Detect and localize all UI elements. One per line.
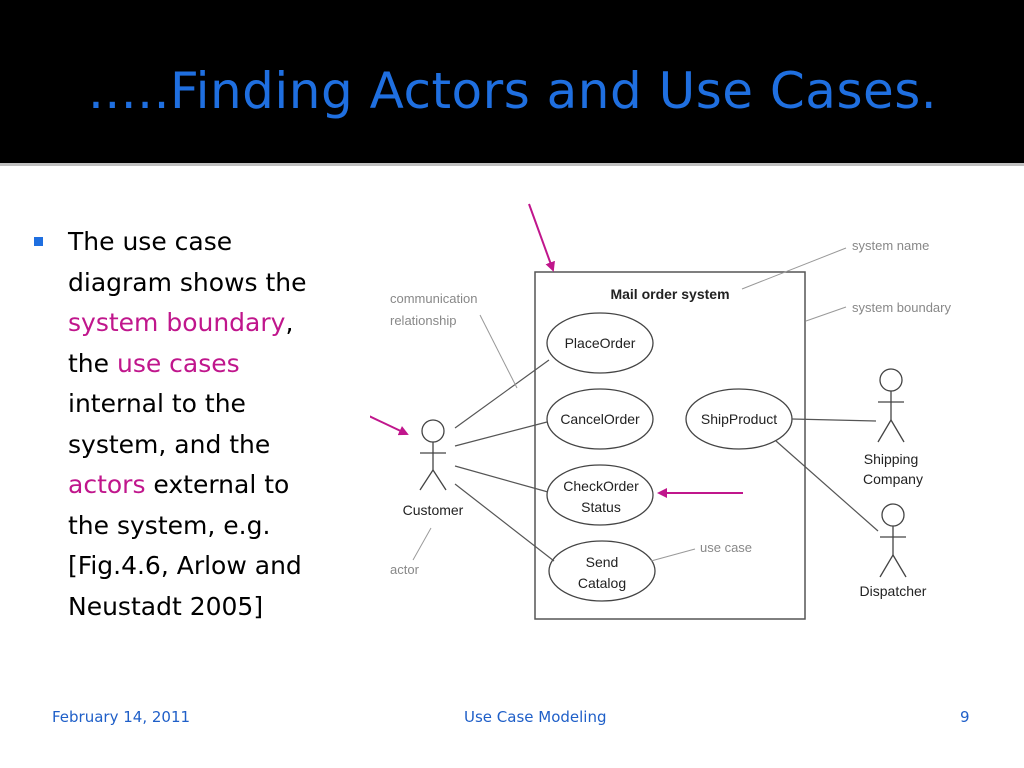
annotation-use-case: use case	[700, 540, 752, 555]
title-divider	[0, 163, 1024, 166]
actor-label-shipping: Shipping	[864, 451, 919, 467]
footer-date: February 14, 2011	[52, 708, 191, 726]
highlight-system-boundary: system boundary	[68, 308, 286, 337]
actor-shipping-company	[877, 368, 905, 443]
annotation-leaders	[412, 247, 847, 562]
arrow-to-customer-actor	[370, 415, 409, 436]
footer-title: Use Case Modeling	[464, 708, 607, 726]
use-case-ship-product: ShipProduct	[685, 388, 793, 450]
use-case-check-order-status: CheckOrder Status	[546, 464, 654, 526]
actor-label-company: Company	[863, 471, 923, 487]
page-number: 9	[960, 708, 970, 726]
use-case-label: CheckOrder	[563, 478, 639, 494]
system-name-label: Mail order system	[610, 286, 729, 302]
use-case-send-catalog: Send Catalog	[548, 540, 656, 602]
highlight-use-cases: use cases	[116, 348, 240, 378]
bullet-text: The use case diagram shows the system bo…	[68, 222, 338, 627]
communication-lines	[454, 359, 879, 562]
use-case-label: Send	[586, 554, 619, 570]
annotation-relationship: relationship	[390, 313, 457, 328]
title-bar: .....Finding Actors and Use Cases.	[0, 0, 1024, 160]
slide-title: .....Finding Actors and Use Cases.	[88, 62, 938, 120]
annotation-communication: communication	[390, 291, 477, 306]
use-case-diagram: Mail order system PlaceOrder CancelOrder…	[370, 203, 951, 620]
highlight-actors: actors	[68, 470, 146, 499]
annotation-actor: actor	[390, 562, 420, 577]
bullet-text-part: internal to the system, and the	[68, 389, 271, 459]
bullet-text-part: , the	[68, 308, 294, 378]
bullet-text-part: The use case diagram shows the	[68, 227, 307, 297]
use-case-label: Status	[581, 499, 621, 515]
use-case-place-order: PlaceOrder	[546, 312, 654, 374]
annotation-system-name: system name	[852, 238, 929, 253]
use-case-label: Catalog	[578, 575, 626, 591]
arrow-to-system-boundary	[528, 203, 555, 272]
actor-label-customer: Customer	[403, 502, 464, 518]
use-case-label: ShipProduct	[701, 411, 777, 427]
system-boundary-box	[534, 271, 806, 620]
use-case-label: CancelOrder	[560, 411, 640, 427]
annotation-system-boundary: system boundary	[852, 300, 951, 315]
bullet-marker	[34, 237, 43, 246]
use-case-label: PlaceOrder	[565, 335, 636, 351]
slide-content	[0, 166, 1024, 768]
actor-customer	[419, 419, 447, 491]
use-case-cancel-order: CancelOrder	[546, 388, 654, 450]
actor-dispatcher	[879, 503, 907, 578]
actor-label-dispatcher: Dispatcher	[860, 583, 927, 599]
bullet-text-part: external to the system, e.g. [Fig.4.6, A…	[68, 470, 302, 621]
